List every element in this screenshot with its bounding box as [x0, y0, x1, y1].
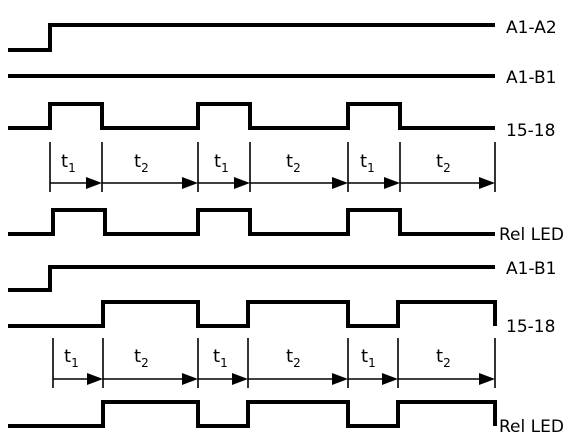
interval-label: t2 [436, 151, 451, 175]
waveform-a1-a2 [8, 23, 495, 52]
waveform-15-18 [8, 300, 497, 328]
timing-dimensions-upper: t1 t2 t1 t2 t1 t2 [49, 142, 496, 192]
arrow-head [87, 373, 103, 385]
signal-label: 15-18 [506, 121, 555, 141]
arrow-head [232, 373, 248, 385]
signal-label: A1-B1 [506, 259, 556, 279]
waveform-a1-b1 [8, 265, 495, 292]
arrow-head [234, 177, 250, 189]
waveform-15-18 [8, 102, 495, 130]
interval-label: t2 [134, 346, 149, 370]
signal-label: A1-A2 [506, 18, 557, 38]
interval-label: t2 [134, 151, 149, 175]
interval-label: t1 [360, 151, 375, 175]
arrow-head [382, 373, 398, 385]
timing-dimensions-lower: t1 t2 t1 t2 t1 t2 [52, 338, 496, 388]
arrow-head [182, 177, 198, 189]
arrow-head [86, 177, 102, 189]
signal-label: 15-18 [506, 317, 555, 337]
arrow-head [384, 177, 400, 189]
arrow-head [479, 373, 495, 385]
interval-label: t1 [213, 346, 228, 370]
arrow-head [332, 373, 348, 385]
signal-label: A1-B1 [506, 68, 556, 88]
interval-label: t1 [361, 346, 376, 370]
interval-label: t1 [64, 346, 79, 370]
interval-label: t2 [286, 151, 301, 175]
arrow-head [479, 177, 495, 189]
waveform-rel-led [8, 208, 495, 236]
interval-label: t2 [436, 346, 451, 370]
arrow-head [182, 373, 198, 385]
arrow-head [332, 177, 348, 189]
signal-label: Rel LED [499, 417, 564, 437]
interval-label: t2 [286, 346, 301, 370]
waveform-rel-led [8, 400, 497, 428]
signal-label: Rel LED [499, 225, 564, 245]
interval-label: t1 [214, 151, 229, 175]
interval-label: t1 [61, 151, 76, 175]
